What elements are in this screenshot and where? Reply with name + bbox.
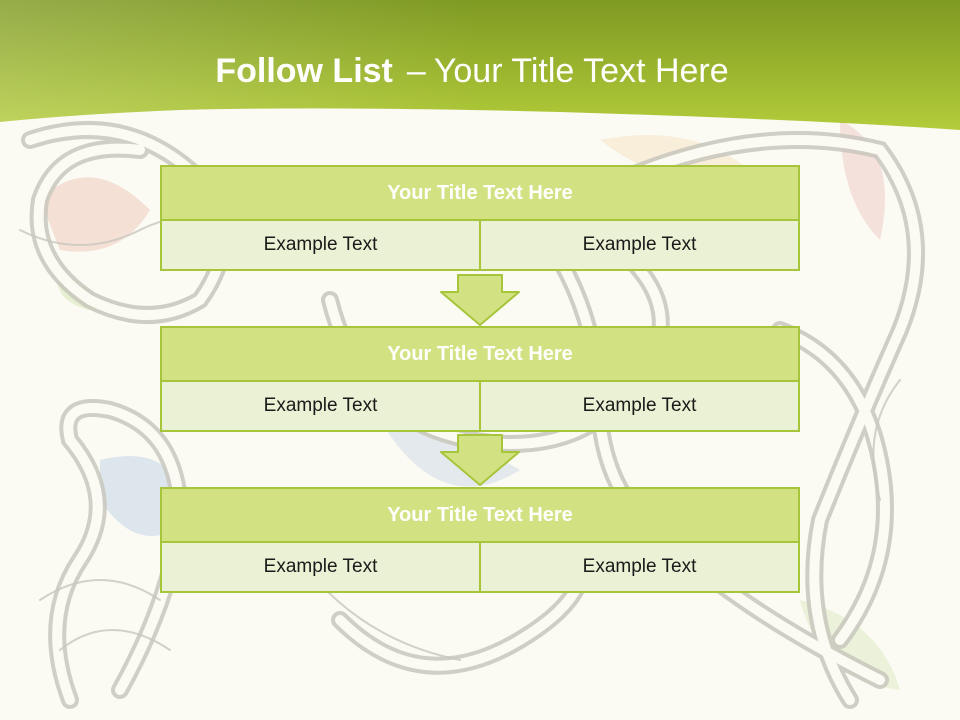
down-arrow-icon (440, 434, 520, 486)
slide-title-rest: Your Title Text Here (433, 52, 729, 90)
step-title: Your Title Text Here (160, 326, 800, 382)
step-right-text: Example Text (479, 382, 800, 432)
step-right-text: Example Text (479, 543, 800, 593)
step-box-3: Your Title Text Here Example Text Exampl… (160, 487, 800, 593)
step-right-text: Example Text (479, 221, 800, 271)
step-left-text: Example Text (160, 543, 481, 593)
down-arrow-icon (440, 274, 520, 326)
slide-title-bold: Follow List (215, 52, 393, 90)
slide-title: Follow List–Your Title Text Here (0, 52, 944, 91)
step-left-text: Example Text (160, 221, 481, 271)
header-band (0, 0, 960, 130)
step-title: Your Title Text Here (160, 487, 800, 543)
step-left-text: Example Text (160, 382, 481, 432)
step-box-2: Your Title Text Here Example Text Exampl… (160, 326, 800, 432)
step-title: Your Title Text Here (160, 165, 800, 221)
slide-title-separator: – (406, 52, 426, 90)
step-box-1: Your Title Text Here Example Text Exampl… (160, 165, 800, 271)
